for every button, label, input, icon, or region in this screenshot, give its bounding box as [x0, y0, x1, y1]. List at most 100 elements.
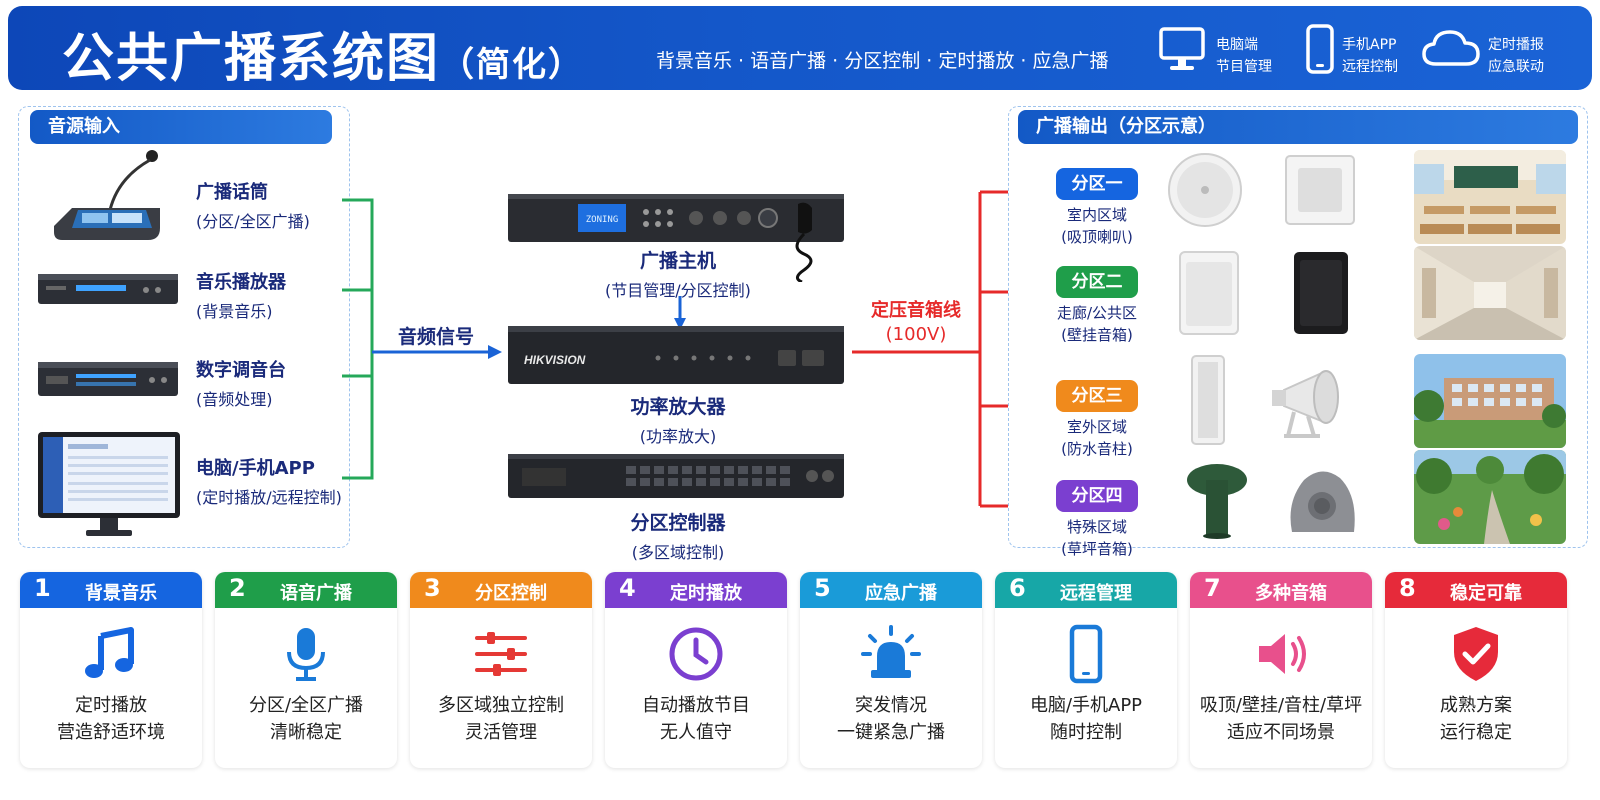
feature-4-desc: 自动播放节目 无人值守	[605, 692, 787, 746]
feature-1-label: 背景音乐	[85, 583, 157, 604]
feature-3-number: 3	[424, 574, 441, 602]
host-screen-text: ZONING	[586, 215, 619, 225]
feature-4-label: 定时播放	[670, 583, 742, 604]
feature-4-line1: 自动播放节目	[642, 695, 750, 716]
feature-6-number: 6	[1009, 574, 1026, 602]
feature-2-line1: 分区/全区广播	[248, 695, 364, 716]
source-music-player: 音乐播放器 (背景音乐)	[196, 268, 286, 322]
feature-card-2-header: 2 语音广播	[215, 572, 397, 608]
zone-4-type: (草坪音箱)	[1061, 540, 1133, 558]
feature-8-line2: 运行稳定	[1440, 722, 1512, 743]
source-computer-app: 电脑/手机APP (定时播放/远程控制)	[196, 454, 342, 508]
feature-card-8-header: 8 稳定可靠	[1385, 572, 1567, 608]
feature-7-label: 多种音箱	[1255, 583, 1327, 604]
zone-badge-1: 分区一	[1056, 168, 1138, 200]
feature-1-line2: 营造舒适环境	[57, 722, 165, 743]
source-bracket	[342, 198, 374, 480]
zone-desc-3: 室外区域 (防水音柱)	[1042, 416, 1152, 460]
source-computer-app-sub: (定时播放/远程控制)	[196, 488, 342, 507]
wall-speaker-white-icon	[1179, 251, 1239, 335]
music-note-icon	[85, 627, 134, 678]
feature-5-number: 5	[814, 574, 831, 602]
microphone-icon	[287, 628, 325, 681]
zone-desc-2: 走廊/公共区 (壁挂音箱)	[1042, 302, 1152, 346]
wall-speaker-black-icon	[1294, 252, 1348, 334]
scene-classroom-image	[1414, 150, 1566, 244]
feature-5-line1: 突发情况	[855, 695, 927, 716]
amplifier-text: 功率放大器 (功率放大)	[508, 392, 848, 447]
output-panel-title: 广播输出（分区示意）	[1018, 110, 1578, 144]
host-to-amp-arrow	[674, 296, 686, 330]
feature-card-4: 4 定时播放 自动播放节目 无人值守	[605, 572, 787, 768]
header-item-pc-line1: 电脑端	[1216, 37, 1258, 53]
feature-6-desc: 电脑/手机APP 随时控制	[995, 692, 1177, 746]
zone-controller-device	[508, 454, 844, 498]
sliders-icon	[475, 632, 527, 676]
zone-1-area: 室内区域	[1066, 206, 1127, 224]
mushroom-speaker-icon	[1187, 464, 1247, 539]
ceiling-speaker-square-icon	[1285, 155, 1355, 225]
header-item-pc: 电脑端 节目管理	[1158, 24, 1298, 76]
feature-card-6-header: 6 远程管理	[995, 572, 1177, 608]
computer-icon	[38, 432, 180, 536]
zone-badge-2: 分区二	[1056, 266, 1138, 298]
mixer-icon	[38, 362, 178, 396]
shield-check-icon	[1454, 627, 1498, 681]
broadcast-host-name: 广播主机	[639, 250, 716, 272]
feature-card-8: 8 稳定可靠 成熟方案 运行稳定	[1385, 572, 1567, 768]
source-panel-title: 音源输入	[30, 110, 332, 144]
feature-8-number: 8	[1399, 574, 1416, 602]
zone-1-type: (吸顶喇叭)	[1061, 228, 1133, 246]
broadcast-host-text: 广播主机 (节目管理/分区控制)	[508, 246, 848, 301]
scene-corridor-image	[1414, 246, 1566, 340]
smartphone-icon	[1069, 624, 1103, 684]
source-mic-sub: (分区/全区广播)	[196, 212, 310, 231]
source-mixer-name: 数字调音台	[196, 360, 286, 381]
feature-5-desc: 突发情况 一键紧急广播	[800, 692, 982, 746]
feature-2-line2: 清晰稳定	[270, 722, 342, 743]
header-item-pc-line2: 节目管理	[1216, 59, 1272, 75]
feature-card-6: 6 远程管理 电脑/手机APP 随时控制	[995, 572, 1177, 768]
feature-4-number: 4	[619, 574, 636, 602]
source-computer-app-name: 电脑/手机APP	[196, 458, 315, 479]
feature-7-line1: 吸顶/壁挂/音柱/草坪	[1199, 695, 1363, 716]
page-subtitle: 背景音乐 · 语音广播 · 分区控制 · 定时播放 · 应急广播	[656, 50, 1109, 72]
feature-2-label: 语音广播	[280, 583, 352, 604]
feature-card-7-header: 7 多种音箱	[1190, 572, 1372, 608]
zone-controller-name: 分区控制器	[630, 512, 726, 534]
rock-speaker-icon	[1290, 471, 1355, 532]
amplifier-device: HIKVISION	[508, 326, 844, 384]
feature-card-1: 1 背景音乐 定时播放 营造舒适环境	[20, 572, 202, 768]
source-music-player-sub: (背景音乐)	[196, 302, 273, 321]
phone-icon	[1306, 24, 1334, 74]
zone-4-area: 特殊区域	[1066, 518, 1127, 536]
feature-card-2: 2 语音广播 分区/全区广播 清晰稳定	[215, 572, 397, 768]
zone-controller-sub: (多区域控制)	[631, 543, 725, 562]
audio-signal-arrow	[372, 345, 502, 359]
speaker-icon	[1259, 634, 1306, 674]
audio-signal-label: 音频信号	[398, 326, 475, 348]
scene-campus-image	[1414, 354, 1566, 448]
speaker-line-label: 定压音箱线 (100V)	[866, 296, 966, 345]
alarm-light-icon	[861, 625, 921, 678]
zone-desc-1: 室内区域 (吸顶喇叭)	[1042, 204, 1152, 248]
feature-card-3-header: 3 分区控制	[410, 572, 592, 608]
feature-5-label: 应急广播	[865, 583, 937, 604]
feature-2-number: 2	[229, 574, 246, 602]
feature-card-5-header: 5 应急广播	[800, 572, 982, 608]
header-item-cloud-line2: 应急联动	[1488, 59, 1544, 75]
microphone-console-icon	[54, 150, 160, 240]
feature-8-desc: 成熟方案 运行稳定	[1385, 692, 1567, 746]
source-music-player-name: 音乐播放器	[196, 272, 286, 293]
feature-2-desc: 分区/全区广播 清晰稳定	[215, 692, 397, 746]
zone-2-type: (壁挂音箱)	[1061, 326, 1133, 344]
speaker-line-label-2: (100V)	[885, 324, 947, 345]
feature-card-3: 3 分区控制 多区域独立控制 灵活管理	[410, 572, 592, 768]
zone-desc-4: 特殊区域 (草坪音箱)	[1042, 516, 1152, 560]
header-banner: 公共广播系统图（简化） 背景音乐 · 语音广播 · 分区控制 · 定时播放 · …	[8, 6, 1592, 90]
zone-badge-4: 分区四	[1056, 480, 1138, 512]
zone-3-type: (防水音柱)	[1061, 440, 1133, 458]
music-player-icon	[38, 274, 178, 304]
source-mic: 广播话筒 (分区/全区广播)	[196, 178, 310, 232]
feature-7-line2: 适应不同场景	[1227, 722, 1335, 743]
